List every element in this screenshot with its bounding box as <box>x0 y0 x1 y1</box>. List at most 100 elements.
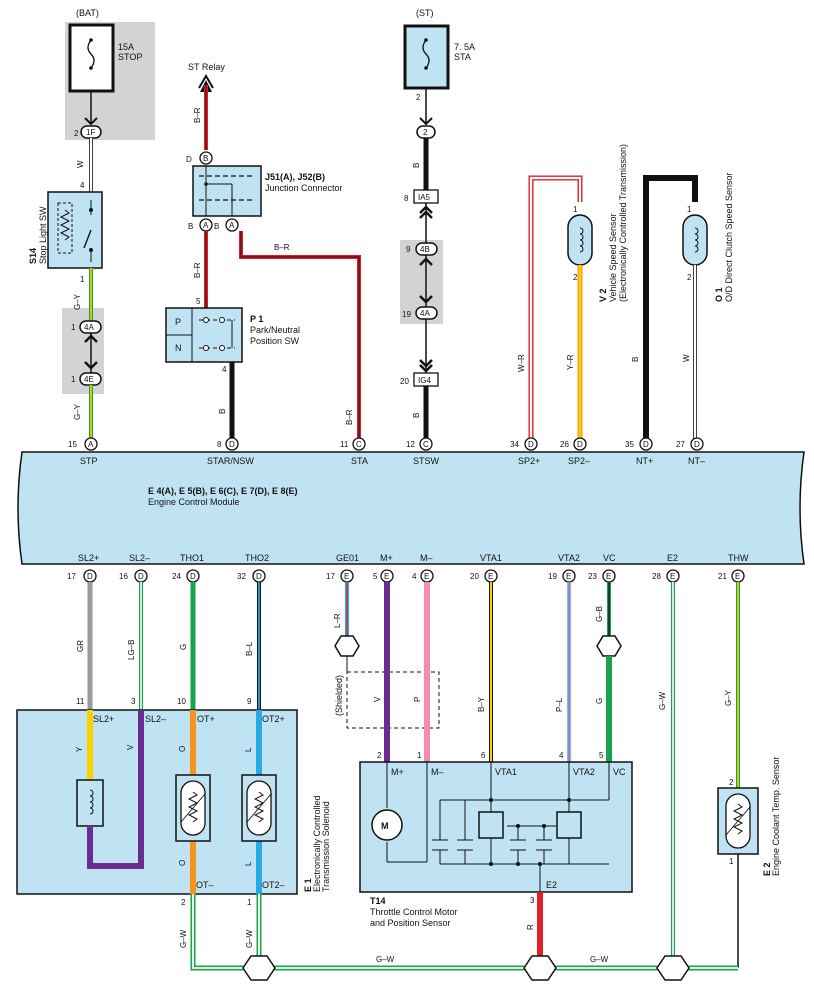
svg-text:34: 34 <box>510 440 519 449</box>
st-relay-label: ST Relay <box>188 62 225 72</box>
motor-icon <box>371 809 403 841</box>
svg-text:A: A <box>88 440 94 449</box>
svg-text:G–W: G–W <box>590 955 609 964</box>
svg-text:W: W <box>682 354 691 362</box>
st-relay-arrow-icon <box>198 74 214 89</box>
svg-text:E: E <box>735 572 740 581</box>
svg-text:5: 5 <box>196 297 201 306</box>
svg-text:M–: M– <box>420 553 433 563</box>
ground-splice-2 <box>523 955 557 981</box>
ecm-pin-sta: 11 C STA <box>340 437 368 466</box>
svg-text:M: M <box>381 821 389 831</box>
svg-text:23: 23 <box>588 572 597 581</box>
svg-text:2: 2 <box>729 778 734 787</box>
svg-text:VTA2: VTA2 <box>573 767 595 777</box>
ecm-pin-m-plus: M+ 5 E <box>373 553 394 583</box>
svg-text:OT2+: OT2+ <box>262 714 285 724</box>
ecm-pin-vta2: VTA2 19 E <box>548 553 580 583</box>
svg-text:17: 17 <box>67 572 76 581</box>
svg-text:28: 28 <box>652 572 661 581</box>
svg-text:Y–R: Y–R <box>566 354 575 370</box>
thermistor-icon <box>187 791 199 823</box>
svg-text:B–L: B–L <box>245 641 254 656</box>
svg-text:A: A <box>203 221 209 230</box>
s14-name: Stop Light SW <box>38 206 48 264</box>
svg-text:SL2–: SL2– <box>129 553 150 563</box>
svg-text:1: 1 <box>80 275 85 284</box>
svg-text:2: 2 <box>74 129 79 138</box>
svg-text:D: D <box>138 572 144 581</box>
svg-text:20: 20 <box>400 377 409 386</box>
s14-id: S14 <box>28 248 38 264</box>
stop-fuse-rating: 15A <box>118 42 134 52</box>
svg-text:V: V <box>126 744 135 750</box>
p1-id: P 1 <box>250 314 263 324</box>
svg-text:2: 2 <box>377 751 382 760</box>
junction-connector <box>192 165 262 217</box>
svg-text:8: 8 <box>404 194 409 203</box>
sta-fuse-box <box>403 24 450 90</box>
e2-id: E 2 <box>762 862 772 876</box>
svg-text:VC: VC <box>613 767 626 777</box>
svg-text:10: 10 <box>177 697 186 706</box>
bat-label: (BAT) <box>76 8 99 18</box>
svg-text:THO1: THO1 <box>180 553 204 563</box>
svg-text:21: 21 <box>718 572 727 581</box>
svg-text:D: D <box>186 155 192 164</box>
e1-id: E 1 <box>303 878 313 892</box>
stop-light-switch <box>47 191 103 269</box>
svg-text:17: 17 <box>326 572 335 581</box>
position-sensor-2 <box>556 811 582 839</box>
conn-chevron-icon <box>419 205 433 214</box>
svg-text:D: D <box>229 440 235 449</box>
e2-name: Engine Coolant Temp. Sensor <box>771 757 781 876</box>
svg-text:SL2+: SL2+ <box>78 553 99 563</box>
svg-text:20: 20 <box>470 572 479 581</box>
svg-text:9: 9 <box>406 245 411 254</box>
svg-text:4E: 4E <box>84 375 94 384</box>
svg-text:7. 5A: 7. 5A <box>454 42 475 52</box>
svg-text:D: D <box>577 440 583 449</box>
svg-text:2: 2 <box>181 898 186 907</box>
svg-text:GE01: GE01 <box>336 553 359 563</box>
svg-text:E: E <box>344 572 349 581</box>
svg-text:1: 1 <box>247 898 252 907</box>
svg-text:OT+: OT+ <box>197 714 215 724</box>
svg-text:SP2+: SP2+ <box>518 456 540 466</box>
coil-icon <box>694 227 699 253</box>
svg-text:THO2: THO2 <box>245 553 269 563</box>
svg-text:G–W: G–W <box>658 691 667 710</box>
conn-chevron-icon <box>419 257 433 266</box>
svg-text:E: E <box>566 572 571 581</box>
shielded-zone <box>346 671 440 729</box>
svg-text:G–W: G–W <box>179 929 188 948</box>
svg-text:SL2+: SL2+ <box>93 714 114 724</box>
svg-text:O: O <box>178 860 187 866</box>
svg-text:1: 1 <box>729 857 734 866</box>
shield-ground-splice <box>334 635 360 657</box>
svg-text:C: C <box>423 440 429 449</box>
svg-text:P: P <box>413 697 422 702</box>
svg-text:B: B <box>203 154 208 163</box>
svg-text:M–: M– <box>431 767 444 777</box>
svg-text:5: 5 <box>599 751 604 760</box>
position-sensor-1 <box>478 811 504 839</box>
svg-text:THW: THW <box>728 553 749 563</box>
conn-chevron-icon <box>84 334 98 343</box>
thermistor-icon <box>732 803 744 835</box>
svg-text:D: D <box>87 572 93 581</box>
vc-splice <box>596 635 622 657</box>
ecm-pin-nt-plus: 35 D NT+ <box>625 437 653 466</box>
svg-text:B: B <box>218 409 227 414</box>
coil-icon <box>579 227 584 253</box>
thermistor-icon <box>253 791 265 823</box>
junction-pin-b-top <box>199 151 213 165</box>
svg-text:2: 2 <box>573 273 578 282</box>
svg-text:4A: 4A <box>84 323 94 332</box>
svg-text:D: D <box>256 572 262 581</box>
svg-text:A: A <box>229 221 235 230</box>
svg-text:NT+: NT+ <box>636 456 653 466</box>
conn-chevron-icon <box>419 295 433 304</box>
svg-text:11: 11 <box>76 697 85 706</box>
stop-fuse-name: STOP <box>118 52 142 62</box>
